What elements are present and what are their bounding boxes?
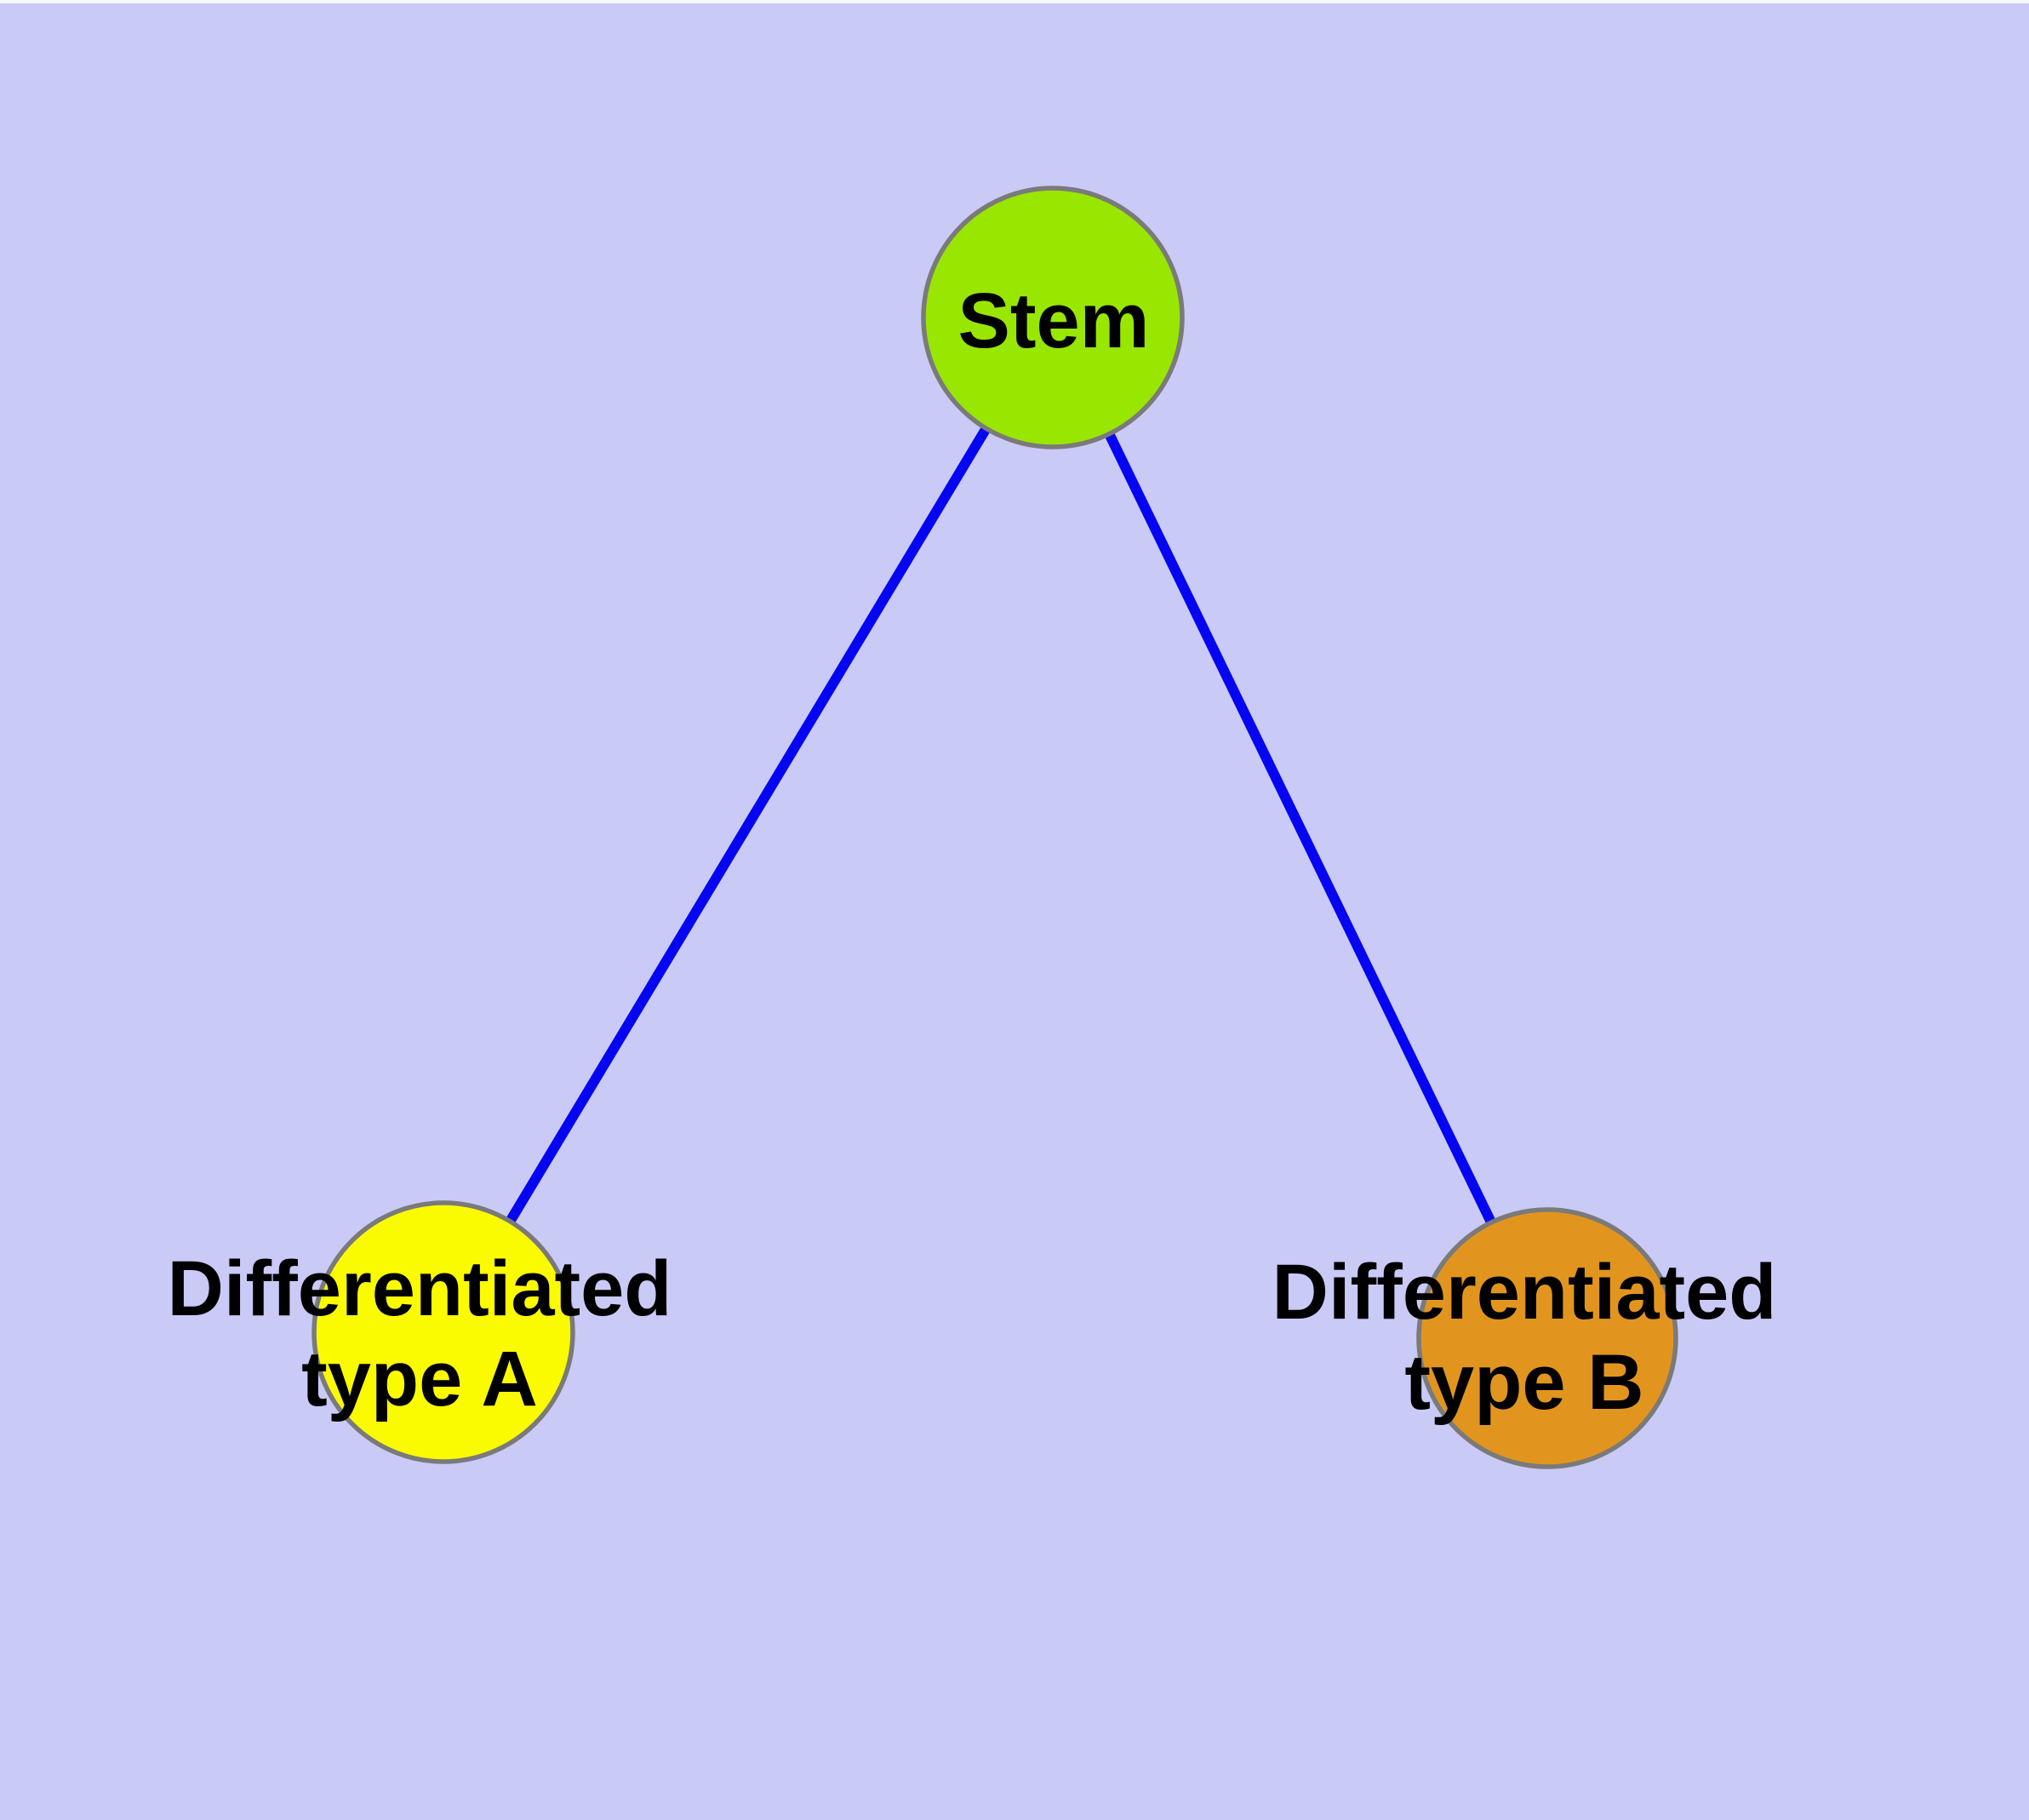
- node-type-b-label: Differentiated type B: [1272, 1247, 1777, 1428]
- edge-stem-to-type-a: [438, 314, 1058, 1336]
- node-stem-label: Stem: [958, 276, 1150, 366]
- node-type-a-label-line1: Differentiated: [167, 1245, 672, 1332]
- node-type-a-label-line2: type A: [301, 1336, 538, 1422]
- node-differentiated-type-a: [311, 1200, 575, 1464]
- node-type-a-label: Differentiated type A: [168, 1244, 672, 1424]
- node-stem-label-text: Stem: [957, 278, 1150, 364]
- node-differentiated-type-b: [1416, 1207, 1678, 1469]
- edge-stem-to-type-b: [1048, 315, 1552, 1341]
- node-type-b-label-line1: Differentiated: [1272, 1249, 1777, 1336]
- canvas-top-border: [0, 0, 2029, 3]
- node-type-b-label-line2: type B: [1404, 1339, 1644, 1426]
- node-stem: [921, 186, 1185, 449]
